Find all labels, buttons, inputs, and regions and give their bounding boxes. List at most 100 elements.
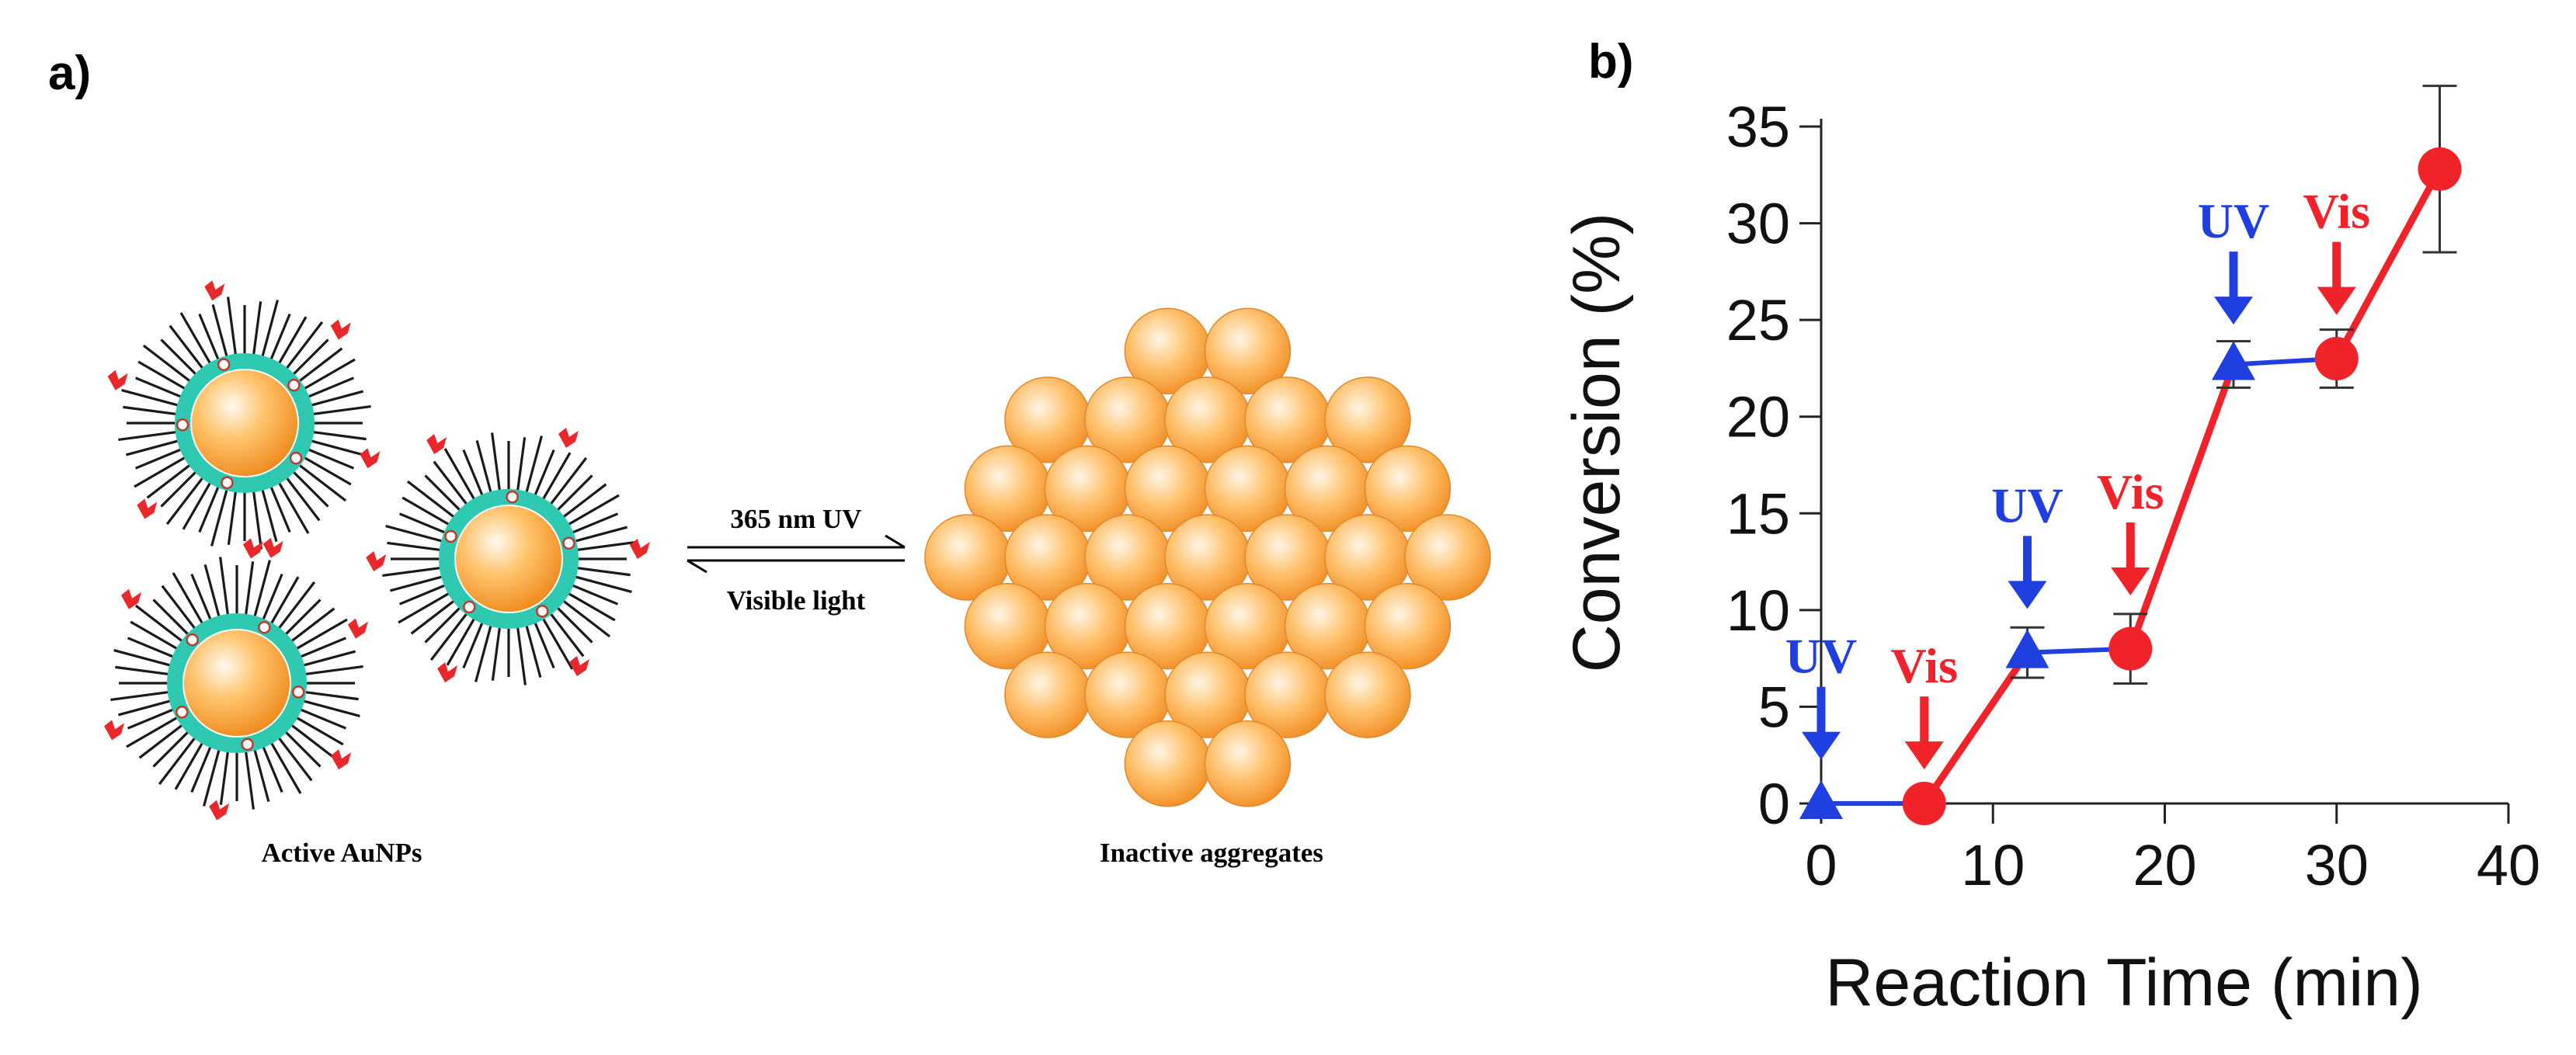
ligand-chain [118, 429, 183, 441]
y-tick-label: 25 [1726, 288, 1790, 352]
photoswitch-tip [137, 498, 158, 519]
y-tick-label: 10 [1726, 578, 1790, 643]
ligand-chain [402, 496, 456, 529]
ligand-chain [398, 581, 452, 606]
ligand-chain [243, 561, 255, 622]
ligand-chain [570, 541, 635, 553]
ligand-chain [227, 484, 238, 545]
ligand-chain [259, 300, 279, 364]
aggregate-sphere [1004, 651, 1091, 738]
ligand-chain [297, 453, 352, 486]
ligand-chain [146, 460, 196, 499]
gold-core [184, 630, 290, 736]
ligand-chain [127, 706, 180, 730]
x-tick-label: 20 [2133, 833, 2196, 897]
ligand-chain [561, 494, 620, 529]
ligand-chain [251, 484, 262, 550]
ligand-chain [198, 313, 222, 366]
anchor-site [291, 685, 305, 699]
event-arrow-head [1904, 741, 1944, 770]
aggregate-sphere [1404, 514, 1491, 601]
ligand-chain [287, 338, 329, 380]
photoswitch-tip [360, 448, 381, 469]
ligand-chain [389, 574, 450, 592]
ligand-chain [551, 474, 593, 516]
ligand-chain [475, 439, 494, 500]
ligand-chain [219, 557, 231, 622]
anchor-site [258, 620, 271, 634]
ligand-chain [382, 565, 447, 577]
ligand-chain [274, 476, 310, 534]
ligand-chain [134, 446, 188, 470]
forward-condition-label: 365 nm UV [730, 504, 861, 534]
photoswitch-tip [262, 537, 283, 558]
anchor-site [175, 706, 189, 719]
ligand-chain [301, 377, 355, 401]
ligand-chain [251, 301, 262, 362]
ligand-chain [252, 742, 270, 803]
uv-event-label: UV [1991, 477, 2063, 533]
ligand-chain [121, 389, 186, 408]
photoswitch-tip [209, 800, 230, 821]
ligand-chain [565, 512, 619, 536]
ligand-chain [565, 581, 619, 606]
ligand-chain [433, 460, 472, 511]
photoswitch-tip [437, 662, 458, 683]
data-point-uv [2005, 629, 2049, 668]
ligand-chain [515, 620, 527, 685]
ligand-chain [293, 460, 347, 502]
ligand-chain [134, 604, 189, 647]
ligand-chain [152, 599, 194, 640]
anchor-site [221, 476, 234, 490]
ligand-chain [462, 616, 486, 669]
ligand-chain [259, 740, 283, 793]
photoswitch-tip [107, 370, 128, 390]
ligand-chain [259, 482, 278, 543]
ligand-chain [152, 726, 194, 768]
ligand-chain [274, 316, 308, 370]
ligand-chain [182, 476, 215, 530]
ligand-chain [545, 456, 588, 511]
ligand-chain [406, 480, 461, 522]
data-point-uv [1799, 780, 1843, 819]
ligand-chain [538, 612, 574, 670]
y-tick-label: 30 [1726, 192, 1790, 256]
ligand-chain [130, 620, 184, 654]
ligand-chain [203, 564, 222, 624]
ligand-chain [304, 438, 368, 457]
ligand-chain [127, 637, 180, 661]
ligand-chain [424, 474, 466, 516]
photoswitch-tip [568, 656, 589, 677]
equilibrium-arrows [687, 534, 906, 574]
anchor-site [217, 358, 231, 371]
ligand-chain [446, 612, 479, 666]
anchor-site [241, 737, 254, 751]
ligand-chain [568, 526, 628, 544]
x-tick-label: 0 [1805, 833, 1837, 897]
y-tick-label: 35 [1726, 95, 1790, 159]
vis-event-label: Vis [2097, 464, 2164, 519]
ligand-chain [296, 650, 356, 668]
ligand-chain [113, 649, 178, 668]
ligand-chain [137, 360, 192, 394]
aggregate-sphere [1324, 377, 1411, 463]
ligand-chain [179, 312, 215, 370]
data-point-vis [2314, 336, 2359, 380]
anchor-site [562, 536, 575, 550]
anchor-site [463, 600, 476, 614]
panel-b-label: b) [1588, 35, 1634, 88]
ligand-chain [219, 744, 231, 805]
data-point-vis [2418, 147, 2462, 191]
ligand-chain [294, 706, 347, 730]
ligand-chain [462, 449, 486, 502]
ligand-chain [160, 338, 202, 380]
ligand-chain [561, 588, 616, 622]
event-arrow-head [1802, 731, 1841, 760]
ligand-chain [123, 405, 183, 417]
anchor-site [444, 529, 457, 543]
ligand-chain [475, 618, 494, 682]
y-tick-label: 20 [1726, 385, 1790, 449]
active-aunps-caption: Active AuNPs [261, 838, 422, 868]
event-arrow-head [2008, 581, 2047, 609]
